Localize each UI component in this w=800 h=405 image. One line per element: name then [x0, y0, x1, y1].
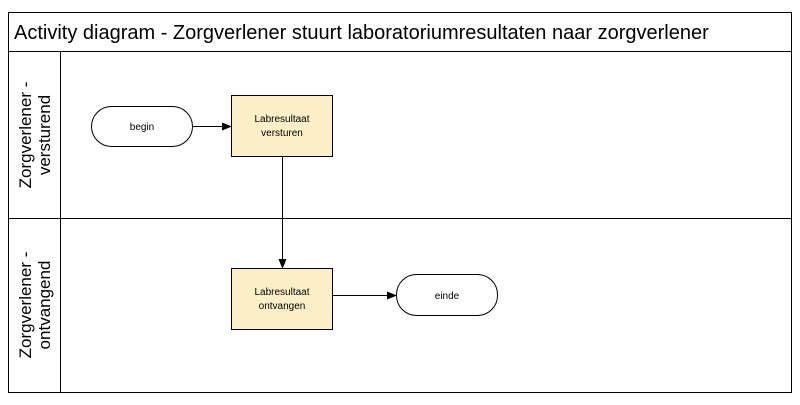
lane-label-line2: ontvangend: [35, 261, 54, 350]
activity-label-line1: Labresultaat: [254, 287, 309, 298]
lane-label-ontvangend: Zorgverlener - ontvangend: [16, 252, 54, 359]
begin-label: begin: [130, 122, 154, 133]
lane-label-line2: versturend: [35, 95, 54, 175]
lane-label-line1: Zorgverlener -: [16, 252, 35, 359]
activity-labresultaat-versturen: Labresultaat versturen: [231, 95, 333, 157]
activity-label-line2: ontvangen: [259, 301, 306, 312]
diagram-title: Activity diagram - Zorgverlener stuurt l…: [14, 22, 709, 44]
begin-node: begin: [91, 106, 193, 147]
end-label: einde: [435, 291, 460, 302]
diagram-frame: [8, 12, 792, 393]
lane-label-versturend: Zorgverlener - versturend: [16, 82, 54, 189]
activity-label-line2: versturen: [261, 128, 303, 139]
activity-labresultaat-ontvangen: Labresultaat ontvangen: [231, 268, 333, 330]
activity-label-line1: Labresultaat: [254, 114, 309, 125]
end-node: einde: [396, 274, 498, 316]
lane-label-line1: Zorgverlener -: [16, 82, 35, 189]
